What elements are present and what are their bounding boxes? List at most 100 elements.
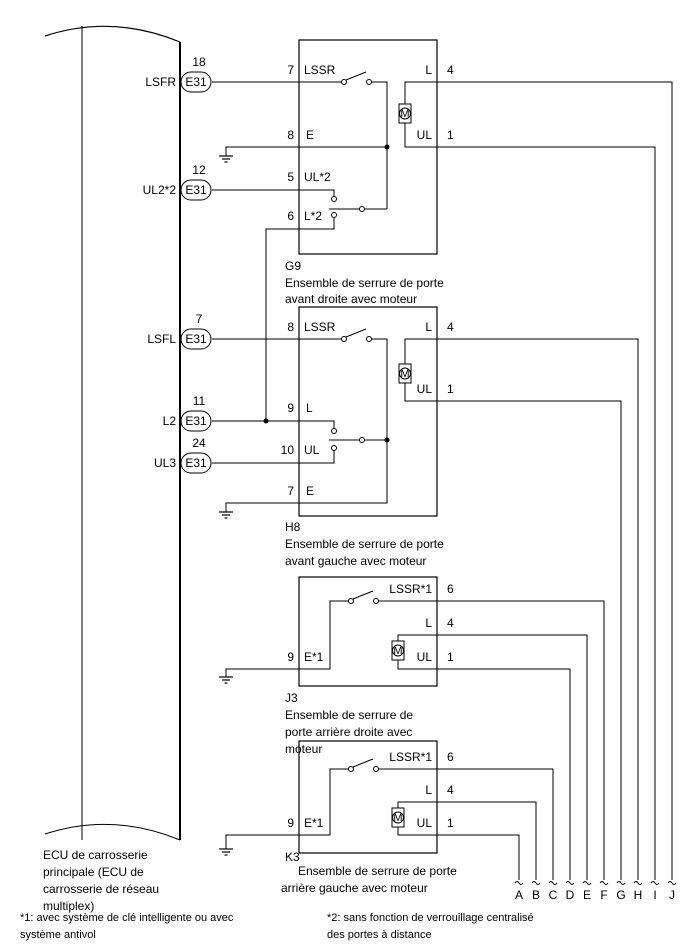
connector-pill (180, 410, 212, 432)
break-icon (616, 881, 626, 885)
ecu-pin-signal: UL2*2 (143, 183, 177, 197)
wires (212, 81, 673, 880)
motor-label: M (393, 812, 402, 824)
pin-number: 1 (447, 128, 454, 142)
component-j3 (298, 576, 438, 687)
break-icon (514, 881, 524, 885)
pin-label: UL (304, 443, 320, 457)
terminal-b: B (531, 881, 541, 902)
pin-label: E (306, 484, 314, 498)
g9-motor-trace (404, 81, 437, 104)
footnote-line: système antivol (20, 929, 96, 941)
break-icon (565, 881, 575, 885)
k3-switch-lever (352, 758, 374, 768)
pin-number: 1 (447, 382, 454, 396)
g9-code: G9 (285, 259, 301, 273)
pin-number: 4 (447, 320, 454, 334)
wire-e (437, 634, 588, 880)
wire-g (437, 400, 622, 880)
ecu-label-line: ECU de carrosserie (43, 848, 148, 862)
k3-name-line: arrière gauche avec moteur (281, 881, 428, 895)
terminal-a: A (514, 881, 524, 902)
pin-label: LSSR*1 (389, 750, 432, 764)
footnote-line: *2: sans fonction de verrouillage centra… (327, 912, 534, 924)
j3-motor: M (391, 640, 405, 661)
break-icon (667, 881, 677, 885)
h8-switch-contact (341, 336, 347, 342)
ecu-pin-number: 11 (193, 394, 206, 408)
connector-pill (180, 452, 212, 474)
pin-number: 9 (287, 650, 294, 664)
terminal-h: H (633, 881, 643, 902)
k3-motor: M (391, 807, 405, 828)
pin-number: 10 (281, 443, 295, 457)
motor-icon (399, 107, 411, 120)
h8-box (298, 306, 438, 517)
pin-number: 9 (287, 816, 294, 830)
pin-label: L (425, 616, 432, 630)
connector-pill (180, 328, 212, 350)
pin-number: 8 (287, 128, 294, 142)
break-icon (599, 881, 609, 885)
k3-name-line: Ensemble de serrure de porte (298, 864, 457, 878)
pin-label: LSSR (304, 320, 336, 334)
ground-icon (219, 155, 233, 163)
motor-label: M (400, 108, 409, 120)
pin-label: UL (417, 382, 433, 396)
g9-name-line: avant droite avec moteur (285, 292, 417, 306)
g9-selector-contact (331, 212, 337, 218)
k3-motor-trace (397, 801, 437, 808)
ecu-pin-number: 7 (196, 312, 203, 326)
pin-label: L*2 (304, 209, 322, 223)
terminal-label: H (634, 888, 643, 902)
h8-switch-trace (299, 338, 388, 504)
terminal-label: F (600, 888, 607, 902)
g9-switch-trace (371, 81, 388, 209)
ecu-pin-signal: LSFR (145, 75, 176, 89)
terminal-d: D (565, 881, 575, 902)
j3-name-line: porte arrière droite avec (285, 725, 412, 739)
ecu-label-line: principale (ECU de (43, 865, 144, 879)
motor-label: M (393, 645, 402, 657)
pin-number: 4 (447, 783, 454, 797)
break-icon (633, 881, 643, 885)
h8-code: H8 (285, 520, 301, 534)
pin-label: L (425, 63, 432, 77)
pin-label: L (425, 320, 432, 334)
pin-label: UL*2 (304, 170, 331, 184)
ecu-pin-number: 12 (192, 163, 206, 177)
j3-name-line: moteur (285, 742, 322, 756)
ground-icon (219, 511, 233, 519)
g9-motor-trace (404, 123, 437, 148)
wire-f (437, 600, 605, 880)
wire-g9-ground (225, 146, 299, 156)
ground-symbols (219, 155, 233, 856)
footnote-line: *1: avec système de clé intelligente ou … (20, 912, 234, 924)
h8-switch-lever (345, 328, 367, 338)
pin-label: E (306, 128, 314, 142)
j3-code: J3 (285, 691, 298, 705)
j3-motor-trace (397, 634, 437, 641)
connector-code: E31 (185, 414, 207, 428)
terminal-g: G (616, 881, 626, 902)
ecu-label-line: multiplex) (43, 899, 94, 913)
h8-name-line: Ensemble de serrure de porte (285, 537, 444, 551)
component-g9 (298, 39, 438, 255)
wire-b (437, 801, 537, 880)
ground-icon (219, 676, 233, 684)
h8-motor: M (398, 363, 412, 384)
connector-pill (180, 179, 212, 201)
component-pin-labels: 7 LSSR 8 E 5 UL*2 6 L*2 L 4 UL 1 8 LSSR … (281, 63, 454, 830)
terminal-f: F (599, 881, 609, 902)
k3-motor-trace (397, 827, 437, 836)
h8-selector-contact (359, 437, 365, 443)
terminal-c: C (548, 881, 558, 902)
pin-number: 6 (287, 209, 294, 223)
ecu-pin-number: 24 (192, 436, 206, 450)
wire-h8-ground (225, 502, 299, 512)
h8-junction (384, 437, 390, 443)
ecu-pin-signal: UL3 (154, 456, 176, 470)
